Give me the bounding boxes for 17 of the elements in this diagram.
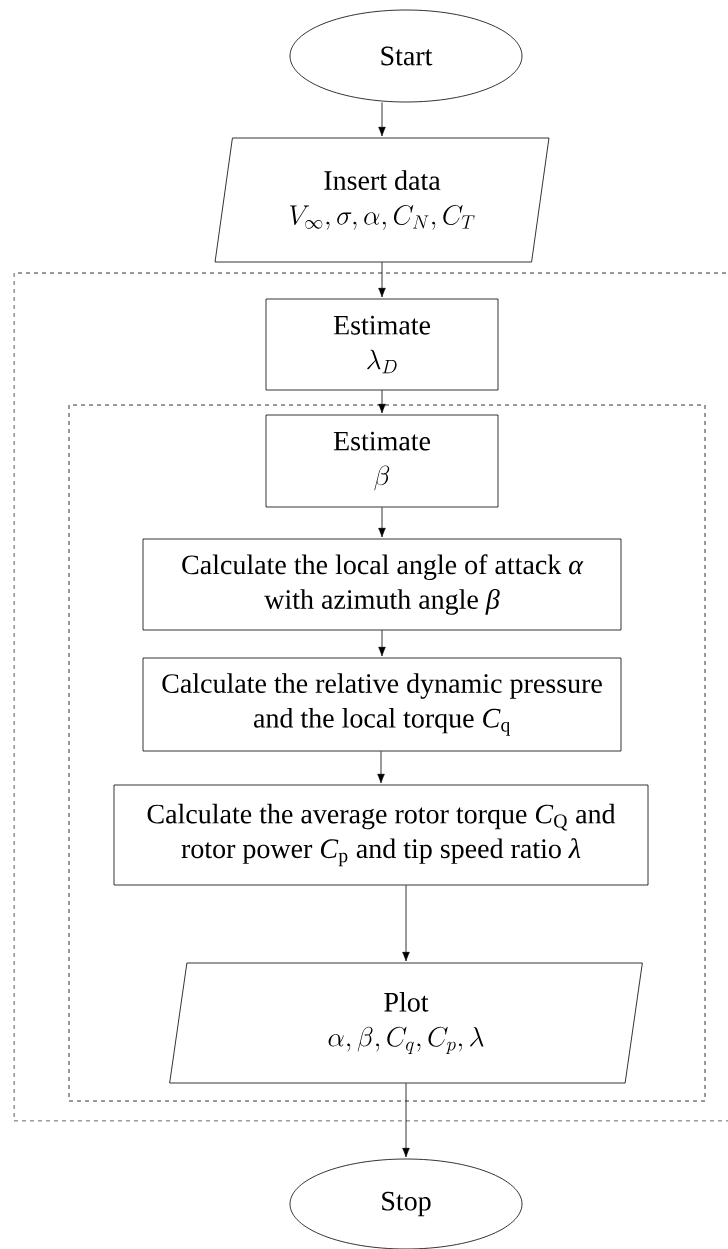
arrow [378, 390, 386, 414]
input-parallelogram: Plot $\alpha, \beta, C_q, C_p, \lambda$ [169, 962, 643, 1084]
arrow [378, 630, 386, 657]
input-parallelogram: Insert data $V_{\infty}, \sigma, \alpha, C_N, C_T$ [214, 137, 550, 263]
arrow [402, 1083, 410, 1158]
dashed-frame [13, 272, 728, 1122]
process-box: Calculate the average rotor torque C$_{Q}$ and rotor power C$_{p}$ and tip speed ratio λ [113, 784, 649, 886]
process-box: Estimate $\beta$ [265, 414, 499, 508]
arrow [377, 751, 385, 784]
process-box: Estimate $\lambda_D$ [265, 298, 499, 391]
process-box: Calculate the relative dynamic pressure and the local torque C$_{q}$ [142, 657, 622, 752]
arrow [402, 885, 410, 962]
arrow [378, 507, 386, 538]
arrow [378, 262, 386, 298]
arrow [378, 102, 386, 137]
dashed-frame [68, 404, 706, 1102]
process-box: Calculate the local angle of attack α with azimuth angle β [142, 538, 622, 631]
